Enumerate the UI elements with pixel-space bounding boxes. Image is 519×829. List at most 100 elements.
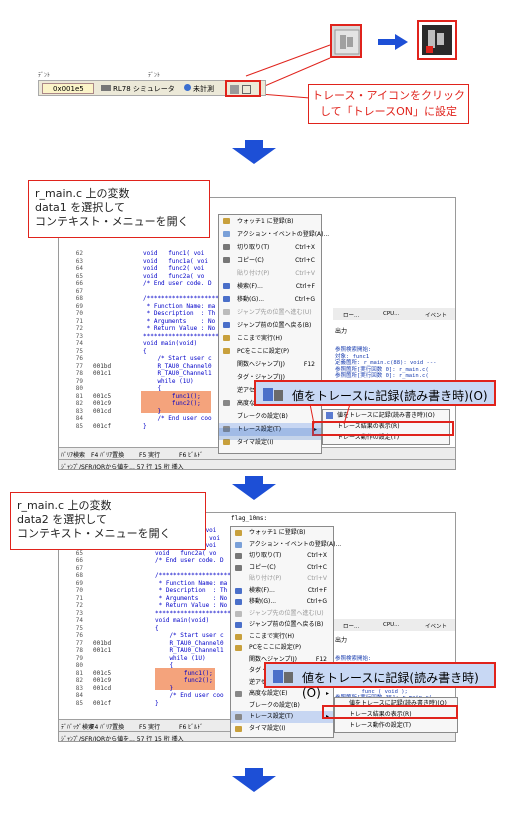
menu-item-label: 移動(G)... — [237, 296, 265, 303]
menu-item-shortcut: Ctrl+X — [307, 552, 327, 559]
right-arrow-icon — [378, 34, 408, 50]
menu-item-1[interactable]: アクション・イベントの登録(A)... — [231, 539, 341, 551]
menu-item-label: ウォッチ1 に登録(B) — [237, 218, 294, 225]
menu-item-0[interactable]: ウォッチ1 に登録(B) — [219, 215, 321, 228]
menu-item-17[interactable]: タイマ設定(I) — [219, 436, 321, 449]
menu-item-shortcut: Ctrl+V — [307, 575, 327, 582]
line-numbers: 62 63 64 65 66 67 68 69 70 71 72 73 74 7… — [75, 250, 83, 430]
submenu2-item-trace-config[interactable]: トレース動作の設定(T) — [349, 722, 412, 729]
menu-item-9[interactable]: ここまで実行(H) — [219, 332, 321, 345]
submenu-item-trace-result[interactable]: トレース結果の表示(R) — [337, 423, 400, 430]
menu-item-16[interactable]: トレース設定(T)▸ — [231, 711, 333, 723]
submenu-highlight-2 — [322, 705, 458, 719]
timer-label: 未計測 — [184, 84, 214, 94]
menu-item-label: 検索(F)... — [249, 586, 275, 594]
clock-icon — [184, 84, 191, 91]
menu-item-17[interactable]: タイマ設定(I) — [231, 723, 333, 735]
output-tabs-2: ロー... CPU... イベント — [333, 619, 455, 631]
note-data2: r_main.c 上の変数 data2 を選択して コンテキスト・メニューを開く — [10, 492, 206, 550]
menu-item-5[interactable]: 検索(F)...Ctrl+F — [231, 585, 333, 597]
submenu-item-trace-config[interactable]: トレース動作の設定(T) — [337, 434, 400, 441]
submenu2-item-trace-result[interactable]: トレース結果の表示(R) — [349, 711, 412, 718]
menu-item-label: PCをここに設定(P) — [249, 644, 302, 651]
menu-item-icon — [235, 541, 242, 548]
menu-item-12[interactable]: タグ・ジャンプ(J) — [219, 371, 321, 384]
zoom-menu-item-1: 値をトレースに記録(読み書き時)(O) — [254, 380, 496, 406]
menu-item-shortcut: F12 — [303, 361, 315, 368]
menu-item-icon — [235, 622, 242, 628]
menu-item-10[interactable]: PCをここに設定(P) — [231, 642, 333, 654]
menu-item-15[interactable]: ブレークの設定(B) — [219, 410, 321, 423]
menu-item-label: ジャンプ前の位置へ戻る(B) — [249, 621, 324, 628]
menu-item-icon — [223, 426, 230, 432]
menu-item-icon — [223, 439, 230, 445]
trace-submenu-2: 値をトレースに記録(読み書き時)(O) トレース結果の表示(R) トレース動作の… — [334, 697, 458, 733]
menu-item-label: 貼り付け(P) — [249, 575, 282, 582]
trace-on-icon — [422, 25, 452, 55]
debug-status-bar: 0x001e5 RL78 シミュレータ 未計測 — [38, 80, 266, 97]
menu-item-shortcut: Ctrl+V — [295, 270, 315, 277]
zoom-connector-1 — [309, 404, 351, 425]
menu-item-4[interactable]: 貼り付け(P) Ctrl+V — [231, 573, 333, 585]
menu-item-8[interactable]: ジャンプ前の位置へ戻る(B) — [231, 619, 333, 631]
menu-item-icon — [235, 564, 242, 571]
menu-item-11[interactable]: 関数へジャンプ(J)F12 — [219, 358, 321, 371]
menu-item-7[interactable]: ジャンプ先の位置へ進む(U) — [219, 306, 321, 319]
menu-item-icon — [223, 257, 230, 263]
menu-item-shortcut: F12 — [315, 655, 327, 663]
menu-item-3[interactable]: コピー(C)Ctrl+C — [231, 562, 333, 574]
menu-item-icon — [235, 599, 242, 605]
menu-item-shortcut: Ctrl+F — [295, 283, 315, 290]
menu-item-icon — [235, 691, 242, 697]
menu-item-2[interactable]: 切り取り(T) Ctrl+X — [231, 550, 333, 562]
submenu-item-trace-value[interactable]: 値をトレースに記録(読み書き時)(O) — [323, 410, 449, 421]
menu-item-label: コピー(C) — [249, 563, 276, 571]
menu-item-label: 検索(F)... — [237, 283, 263, 290]
menu-item-shortcut: Ctrl+G — [294, 296, 315, 303]
menu-item-icon — [223, 348, 230, 354]
trace-off-icon — [334, 29, 360, 55]
address-value: 0x001e5 — [53, 85, 84, 93]
menu-item-14[interactable]: 高度な設定(E)▸ — [231, 688, 333, 700]
menu-item-label: ジャンプ前の位置へ戻る(B) — [237, 322, 312, 329]
down-arrow-2-stem — [245, 476, 263, 484]
menu-item-icon — [223, 231, 230, 237]
menu-item-9[interactable]: ここまで実行(H) — [231, 631, 333, 643]
menu-item-8[interactable]: ジャンプ前の位置へ戻る(B) — [219, 319, 321, 332]
menu-item-5[interactable]: 検索(F)... Ctrl+F — [219, 280, 321, 293]
trace-toggle-button[interactable] — [225, 80, 261, 97]
menu-item-15[interactable]: ブレークの設定(B) — [231, 700, 333, 712]
submenu2-item-trace-value[interactable]: 値をトレースに記録(読み書き時)(O) — [349, 700, 447, 707]
menu-item-16[interactable]: トレース設定(T)▸ — [219, 423, 321, 436]
trace-record-icon-2 — [273, 670, 293, 683]
menu-item-icon — [223, 283, 230, 289]
address-field[interactable]: 0x001e5 — [42, 83, 94, 94]
menu-item-6[interactable]: 移動(G)...Ctrl+G — [231, 596, 333, 608]
code-highlight-2 — [155, 668, 215, 690]
menu-item-label: ブレークの設定(B) — [237, 413, 288, 420]
note-data1: r_main.c 上の変数 data1 を選択して コンテキスト・メニューを開く — [28, 180, 210, 238]
menu-item-label: ジャンプ先の位置へ進む(U) — [237, 309, 312, 316]
menu-item-label: トレース設定(T) — [249, 713, 294, 720]
context-menu-2: ウォッチ1 に登録(B)アクション・イベントの登録(A)...切り取り(T) Ct… — [230, 526, 341, 738]
menu-item-1[interactable]: アクション・イベントの登録(A)... — [219, 228, 329, 241]
menu-item-label: 切り取り(T) — [249, 552, 282, 559]
menu-item-icon — [235, 645, 242, 651]
menu-item-shortcut: Ctrl+G — [306, 598, 327, 605]
menu-item-6[interactable]: 移動(G)... Ctrl+G — [219, 293, 321, 306]
down-arrow-1-stem — [245, 140, 263, 148]
menu-item-11[interactable]: 関数へジャンプ(J) F12 — [231, 654, 333, 666]
menu-item-0[interactable]: ウォッチ1 に登録(B) — [231, 527, 333, 539]
menu-item-4[interactable]: 貼り付け(P)Ctrl+V — [219, 267, 321, 280]
menu-item-10[interactable]: PCをここに設定(P) — [219, 345, 321, 358]
menu-item-3[interactable]: コピー(C)Ctrl+C — [219, 254, 321, 267]
menu-item-2[interactable]: 切り取り(T)Ctrl+X — [219, 241, 321, 254]
menu-item-label: 関数へジャンプ(J) — [249, 655, 297, 663]
menu-item-icon — [223, 218, 230, 224]
zoom-menu-item-2: 値をトレースに記録(読み書き時)(O) — [264, 662, 496, 700]
trace-on-icon-box — [417, 20, 457, 60]
menu-item-label: タイマ設定(I) — [237, 439, 274, 446]
menu-item-icon — [235, 530, 242, 536]
menu-item-7[interactable]: ジャンプ先の位置へ進む(U) — [231, 608, 333, 620]
trace-submenu-1: 値をトレースに記録(読み書き時)(O) トレース結果の表示(R) トレース動作の… — [322, 409, 450, 445]
